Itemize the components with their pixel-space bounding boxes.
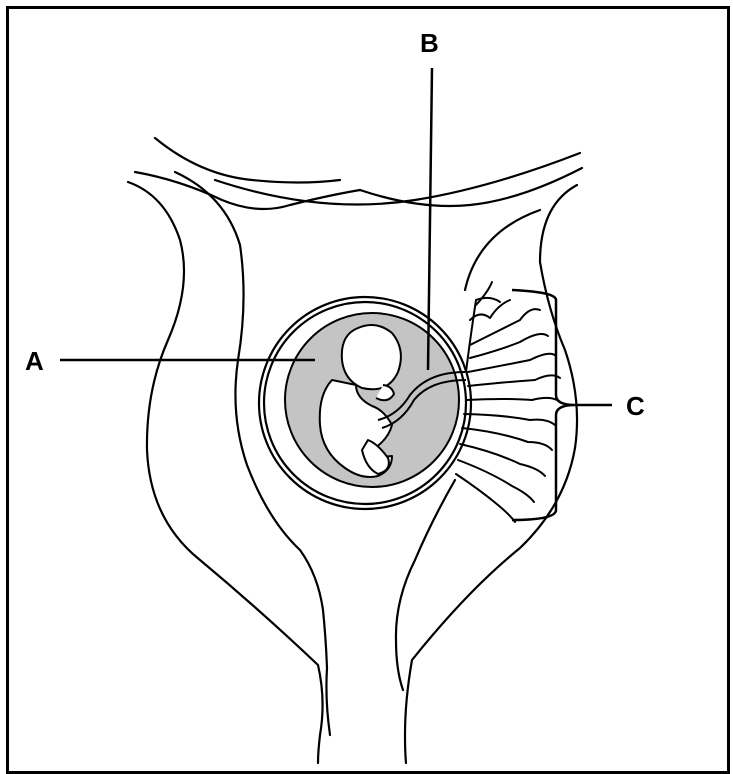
label-c: C <box>626 393 645 419</box>
cervix-right <box>396 480 455 690</box>
bracket-c <box>512 290 575 520</box>
label-a: A <box>25 348 44 374</box>
label-b: B <box>420 30 439 56</box>
fallopian-tube-right <box>360 168 582 206</box>
uterus-wall-right-inner <box>465 210 540 290</box>
uterus-wall-left-outer <box>128 182 323 763</box>
fallopian-tube-top <box>215 153 580 205</box>
